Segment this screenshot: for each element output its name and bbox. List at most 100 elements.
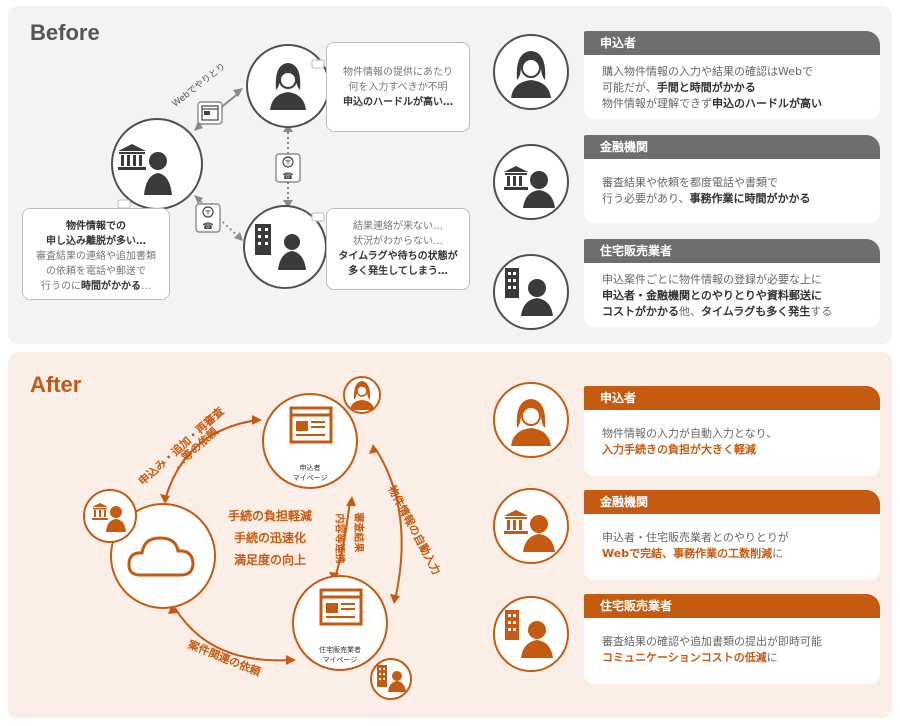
before-applicant-avatar — [493, 34, 569, 110]
before-card-1-seg-5: 申込のハードルが高い — [712, 97, 822, 110]
realtor-mypage-label-2: マイページ — [322, 656, 358, 664]
before-card-3-seg-3: コストがかかる — [602, 305, 679, 318]
woman-icon — [511, 399, 551, 446]
before-card-1-seg-4: 物件情報が理解できず — [602, 97, 712, 110]
mypage-window-icon — [289, 406, 333, 444]
applicant-mypage-label-2: マイページ — [292, 474, 328, 482]
after-card-2-seg-2: Webで完結、事務作業の工数削減 — [602, 547, 773, 560]
before-card-1-line-1: 購入物件情報の入力や結果の確認はWebで — [602, 65, 813, 78]
woman-icon — [270, 63, 306, 110]
before-card-3-line-3: コストがかかる他、タイムラグも多く発生する — [602, 304, 872, 320]
benefit-2: 手続の迅速化 — [233, 531, 306, 545]
realtor-bubble-line-1: 結果連絡が来ない… — [353, 221, 443, 232]
after-card-2-line-2: Webで完結、事務作業の工数削減に — [602, 546, 872, 562]
applicant-bubble-line-1: 物件情報の提供にあたり — [343, 67, 453, 78]
after-card-3-line-1: 審査結果の確認や追加書類の提出が即時可能 — [602, 635, 822, 648]
before-card-3-line-2: 申込者・金融機関とのやりとりや資料郵送に — [602, 289, 822, 302]
before-card-2-seg-2: 行う必要があり、 — [602, 192, 690, 205]
svg-text:☎: ☎ — [282, 172, 293, 182]
arc-label-result-1: 審査結果 — [352, 512, 364, 553]
building-person-icon — [377, 665, 406, 692]
bank-person-icon — [504, 510, 555, 552]
after-card-body-1: 物件情報の入力が自動入力となり、 入力手続きの負担が大きく軽減 — [584, 410, 880, 476]
before-card-1-line-2: 可能だが、手間と時間がかかる — [602, 80, 872, 96]
postal-phone-icon: 〒 ☎ — [275, 153, 301, 183]
benefit-3: 満足度の向上 — [233, 553, 306, 567]
before-card-body-3: 申込案件ごとに物件情報の登録が必要な上に 申込者・金融機関とのやりとりや資料郵送… — [584, 263, 880, 327]
applicant-bubble-line-2: 何を入力すべきか不明 — [348, 82, 448, 93]
finance-cloud-node — [110, 503, 216, 609]
realtor-bubble: 結果連絡が来ない… 状況がわからない… タイムラグや待ちの状態が 多く発生してし… — [326, 208, 470, 290]
arc-case-request — [174, 607, 293, 662]
finance-bubble-line-2: の依頼を電話や郵送で — [46, 266, 146, 277]
after-applicant-avatar — [493, 382, 569, 458]
realtor-bubble-strong-1: タイムラグや待ちの状態が — [338, 251, 458, 262]
before-card-1-line-3: 物件情報が理解できず申込のハードルが高い — [602, 96, 872, 112]
after-card-3-seg-2: コミュニケーションコストの低減 — [602, 651, 767, 664]
after-card-2-seg-3: に — [772, 547, 784, 560]
bank-person-icon — [118, 144, 172, 195]
before-realtor-avatar — [493, 254, 569, 330]
after-realtor-avatar — [493, 596, 569, 672]
applicant-bubble: 物件情報の提供にあたり 何を入力すべきか不明 申込のハードルが高い… — [326, 42, 470, 132]
applicant-mypage-label-1: 申込者 — [299, 464, 321, 472]
finance-small-node — [83, 489, 137, 543]
after-card-2-line-1: 申込者・住宅販売業者とのやりとりが — [602, 531, 789, 544]
after-card-body-2: 申込者・住宅販売業者とのやりとりが Webで完結、事務作業の工数削減に — [584, 514, 880, 580]
after-card-1-line-1: 物件情報の入力が自動入力となり、 — [602, 427, 778, 440]
finance-bubble-emphasis: 時間がかかる — [81, 281, 141, 292]
benefits-center: 手続の負担軽減 手続の迅速化 満足度の向上 — [220, 505, 320, 571]
before-card-title-3: 住宅販売業者 — [584, 239, 880, 263]
building-person-icon — [505, 610, 553, 658]
svg-text:☎: ☎ — [202, 222, 213, 232]
finance-bubble-line-1: 審査結果の連絡や追加書類 — [36, 251, 156, 262]
before-card-2-seg-3: 事務作業に時間がかかる — [689, 192, 811, 205]
after-card-title-2: 金融機関 — [584, 490, 880, 514]
before-card-3-seg-5: タイムラグも多く発生 — [701, 305, 811, 318]
arc-auto-input — [374, 447, 403, 601]
after-card-title-3: 住宅販売業者 — [584, 594, 880, 618]
after-card-3-seg-3: に — [766, 651, 778, 664]
woman-icon — [511, 51, 551, 98]
finance-bubble-line-3: 行うのに時間がかかる… — [23, 279, 169, 294]
before-title: Before — [30, 20, 100, 45]
before-card-2-line-1: 審査結果や依頼を都度電話や書類で — [602, 176, 778, 189]
before-card-3-seg-4: 他、 — [679, 305, 701, 318]
building-person-icon — [255, 224, 306, 270]
cloud-icon — [127, 536, 195, 577]
before-card-1-seg-2: 可能だが、 — [602, 81, 657, 94]
svg-text:〒: 〒 — [205, 209, 212, 217]
woman-icon — [350, 381, 374, 410]
realtor-mypage-label: 住宅販売業者 マイページ — [310, 645, 370, 665]
arc-result-link — [334, 499, 351, 579]
after-card-1-line-2: 入力手続きの負担が大きく軽減 — [602, 443, 756, 456]
after-finance-avatar — [493, 488, 569, 564]
mypage-window-icon-2 — [319, 588, 363, 626]
finance-bubble: 物件情報での 申し込み離脱が多い… 審査結果の連絡や追加書類 の依頼を電話や郵送… — [22, 208, 170, 300]
realtor-bubble-line-2: 状況がわからない… — [353, 236, 443, 247]
building-person-icon — [505, 268, 553, 316]
arc-request — [164, 419, 259, 501]
realtor-mypage-label-1: 住宅販売業者 — [319, 646, 361, 654]
before-card-body-2: 審査結果や依頼を都度電話や書類で 行う必要があり、事務作業に時間がかかる — [584, 159, 880, 223]
after-card-body-3: 審査結果の確認や追加書類の提出が即時可能 コミュニケーションコストの低減に — [584, 618, 880, 684]
applicant-bubble-strong: 申込のハードルが高い… — [343, 97, 453, 108]
web-window-icon — [197, 101, 223, 125]
before-card-2-line-2: 行う必要があり、事務作業に時間がかかる — [602, 191, 872, 207]
finance-bubble-prefix: 行うのに — [41, 281, 81, 292]
before-card-3-line-1: 申込案件ごとに物件情報の登録が必要な上に — [602, 273, 822, 286]
svg-text:〒: 〒 — [285, 159, 292, 167]
before-finance-avatar — [493, 144, 569, 220]
finance-bubble-suffix: … — [141, 281, 151, 292]
bank-person-icon — [504, 166, 555, 208]
bank-person-icon — [92, 503, 126, 532]
before-card-body-1: 購入物件情報の入力や結果の確認はWebで 可能だが、手間と時間がかかる 物件情報… — [584, 55, 880, 119]
finance-bubble-strong-2: 申し込み離脱が多い… — [46, 236, 146, 247]
realtor-bubble-strong-2: 多く発生してしまう… — [348, 266, 448, 277]
arc-label-result-2: 内容等連携 — [333, 513, 345, 564]
applicant-mypage-label: 申込者 マイページ — [280, 463, 340, 483]
postal-phone-icon-2: 〒 ☎ — [195, 203, 221, 233]
after-card-title-1: 申込者 — [584, 386, 880, 410]
